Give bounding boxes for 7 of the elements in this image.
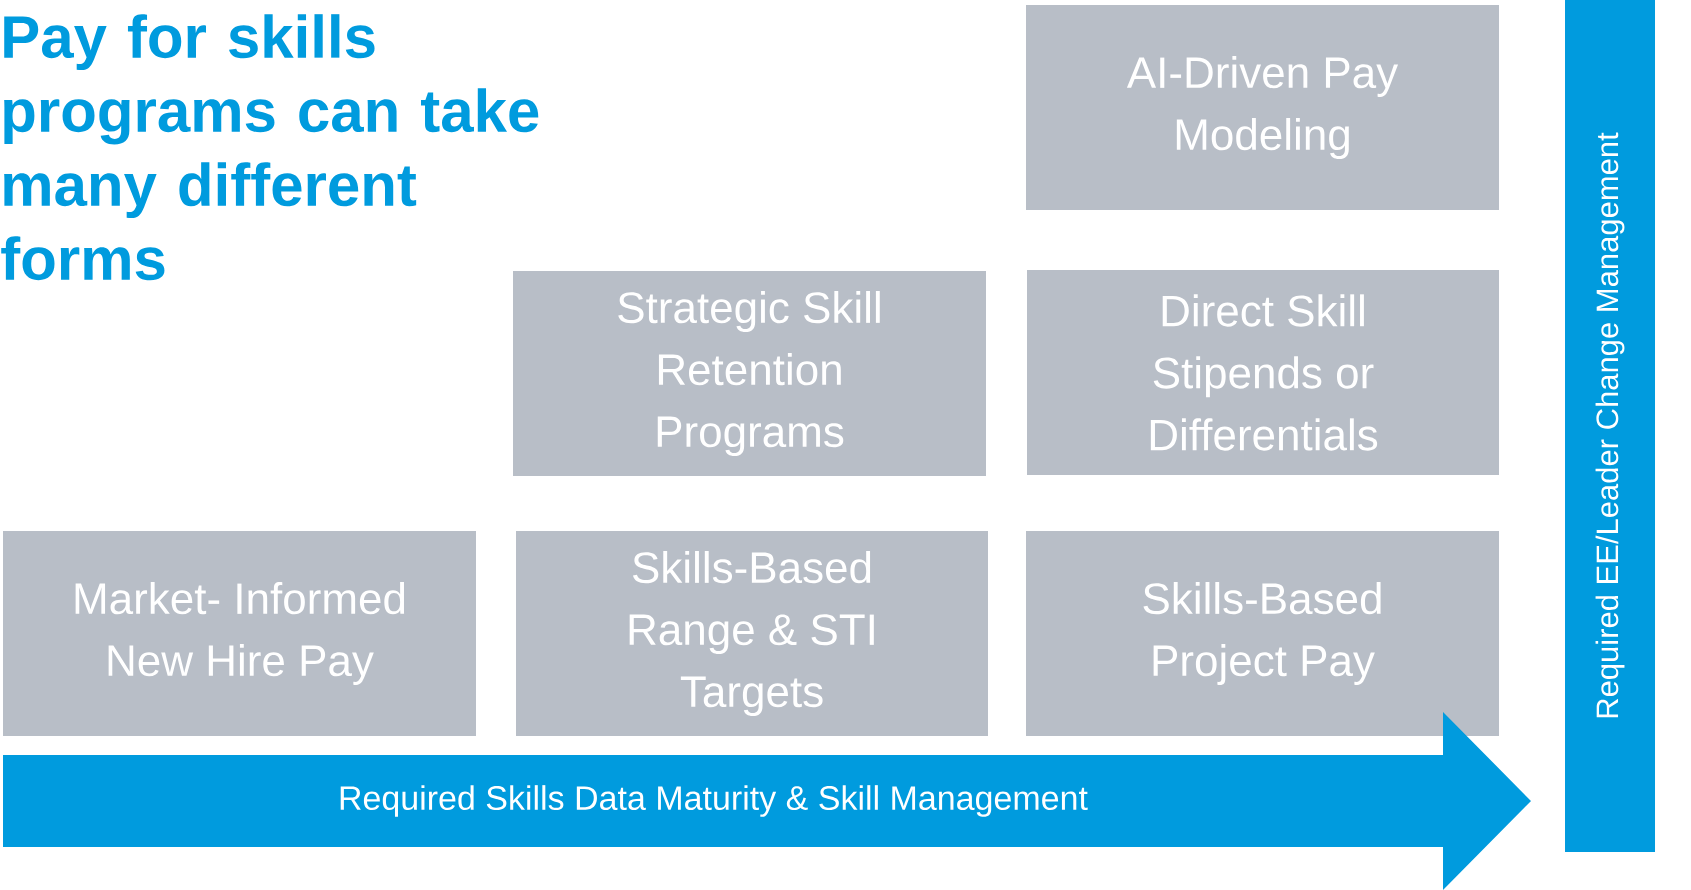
vertical-band: Required EE/Leader Change Management	[1565, 0, 1655, 852]
program-box: Skills-Based Range & STI Targets	[516, 531, 988, 736]
program-box: Market- Informed New Hire Pay	[3, 531, 476, 736]
program-box: Direct Skill Stipends or Differentials	[1027, 270, 1499, 475]
program-box: Strategic Skill Retention Programs	[513, 271, 986, 476]
program-box: Skills-Based Project Pay	[1026, 531, 1499, 736]
program-box: AI-Driven Pay Modeling	[1026, 5, 1499, 210]
